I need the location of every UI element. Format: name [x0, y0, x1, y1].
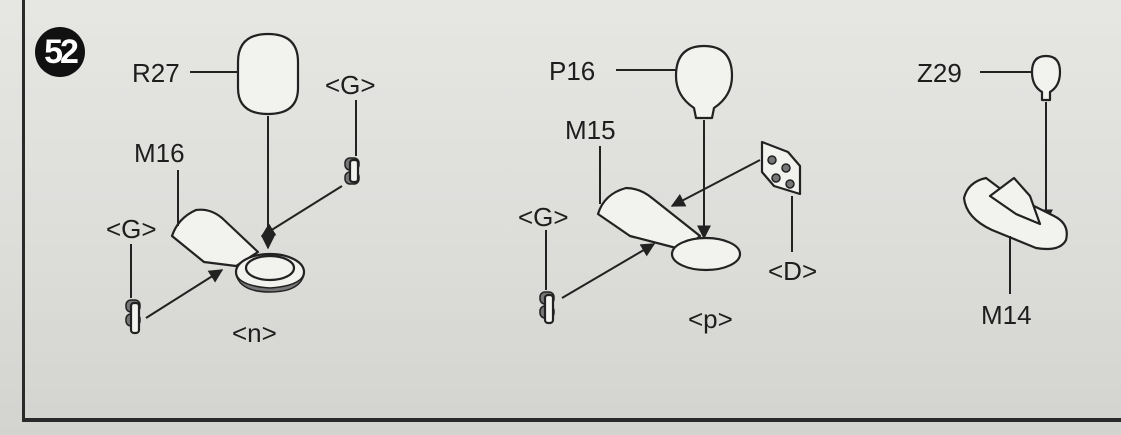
assembly-p-drawing: [539, 44, 802, 325]
part-m15-arm: [596, 186, 702, 252]
part-r27-shape: [236, 32, 300, 116]
assembly-n-drawing: [125, 32, 360, 335]
arrow-g-top: [260, 185, 343, 237]
part-m14-fin: [988, 176, 1042, 226]
part-m16-ring-inner: [244, 254, 296, 282]
arrow-g-bottom: [145, 269, 224, 319]
step-number-badge: 52: [35, 27, 85, 77]
label-d: <D>: [768, 256, 818, 286]
part-g-pin-bottom: [125, 299, 141, 335]
part-d-bracket: [760, 140, 802, 196]
label-z29: Z29: [917, 58, 962, 88]
part-g-pin-top: [344, 157, 360, 185]
part-m16-ring-rim: [235, 273, 305, 293]
label-m15: M15: [565, 115, 616, 145]
part-m16-arm: [170, 208, 260, 268]
label-g-bottom: <G>: [106, 214, 157, 244]
page-border-left: [22, 0, 25, 420]
label-m14: M14: [981, 300, 1032, 330]
label-m16: M16: [134, 138, 185, 168]
label-p16: P16: [549, 56, 596, 86]
arrow-d: [670, 159, 761, 207]
part-g-pin-middle: [539, 291, 555, 325]
arrow-g-middle: [561, 243, 656, 299]
label-subassembly-p: <p>: [688, 304, 733, 334]
page-border-bottom: [22, 418, 1121, 422]
part-m15-disc: [670, 236, 742, 272]
label-g-top: <G>: [325, 70, 376, 100]
part-z29-shape: [1030, 54, 1062, 102]
label-r27: R27: [132, 58, 180, 88]
label-g-middle: <G>: [518, 202, 569, 232]
assembly-3-drawing: [962, 54, 1068, 294]
label-subassembly-n: <n>: [232, 318, 277, 348]
part-p16-shape: [674, 44, 734, 120]
